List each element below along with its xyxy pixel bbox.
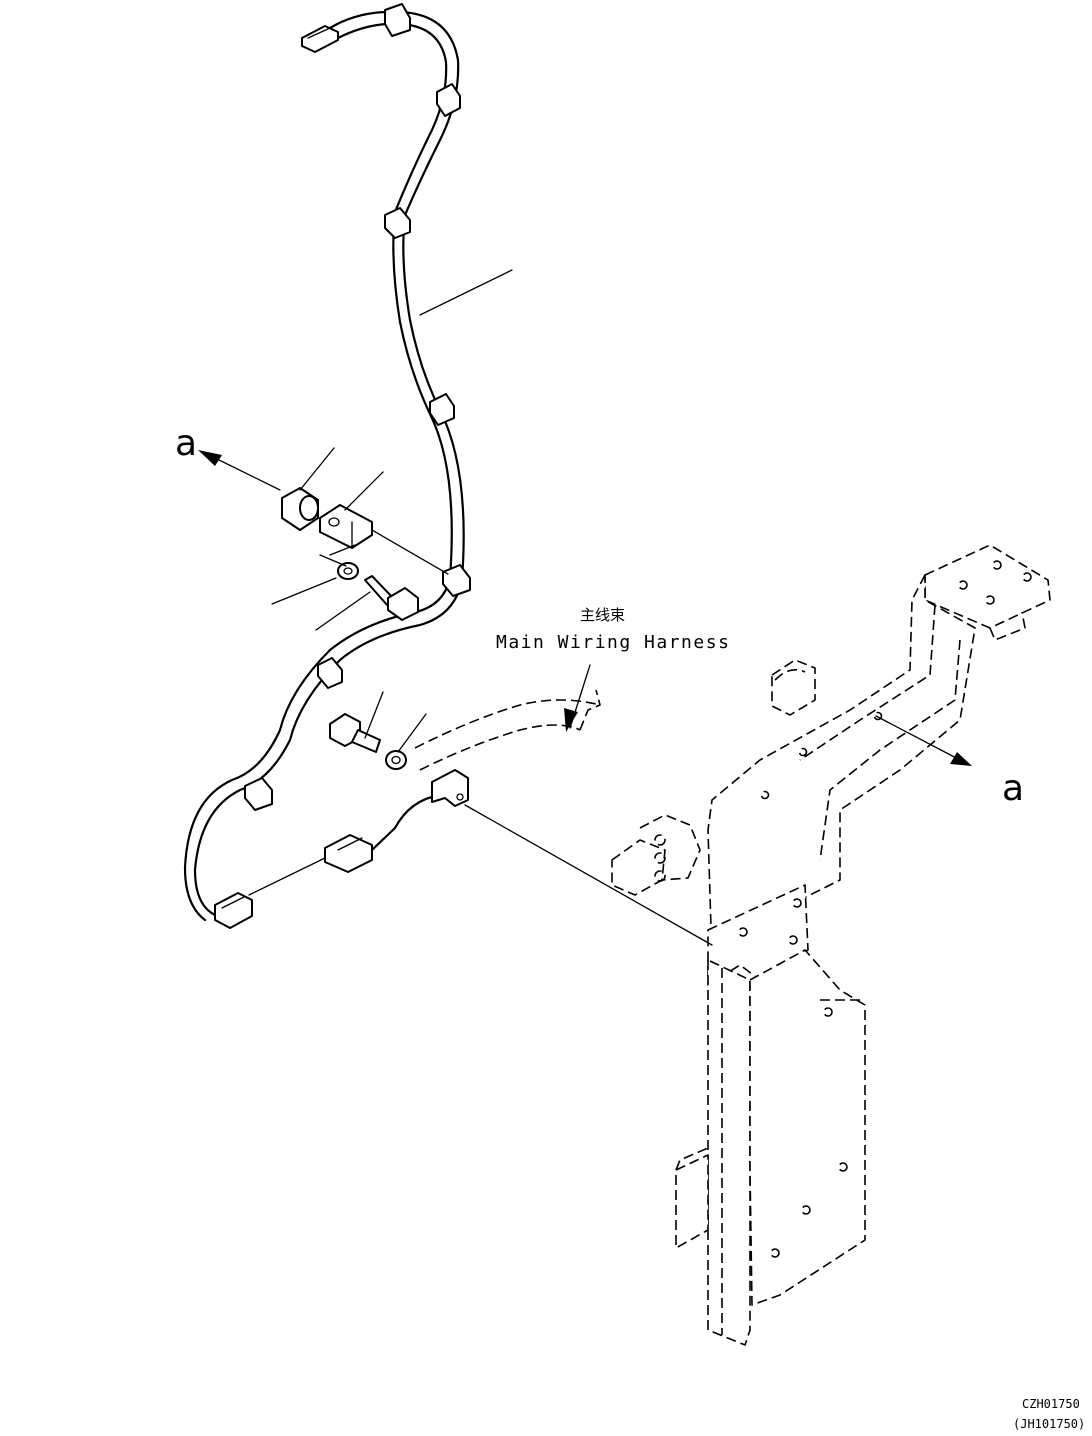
washer-lower	[385, 750, 407, 770]
main-harness-label-cn: 主线束	[580, 606, 625, 624]
clip-6	[317, 657, 343, 689]
arrow-left-icon	[198, 450, 222, 466]
clip-1	[384, 3, 411, 37]
arrowheads	[198, 450, 972, 766]
frame-bracket	[611, 544, 1051, 1346]
clip-2	[436, 83, 461, 117]
ref-a-left: a	[175, 423, 197, 464]
main-harness-label-en: Main Wiring Harness	[496, 632, 730, 653]
sub-wiring-harness	[183, 10, 465, 922]
leader-lines	[214, 269, 961, 946]
connector-mid	[324, 834, 373, 873]
clip-3	[384, 207, 411, 239]
connector-top	[301, 25, 339, 53]
clip-7	[244, 777, 273, 811]
connector-bottom	[214, 892, 253, 929]
arrow-right-icon	[950, 752, 972, 766]
clip-5	[442, 564, 471, 597]
main-wiring-harness	[414, 689, 601, 771]
clip-4	[429, 393, 455, 426]
harness-connectors	[214, 25, 469, 929]
drawing-code-alt: (JH101750)	[1013, 1417, 1085, 1431]
arrow-harness-icon	[564, 708, 578, 732]
hardware	[281, 487, 419, 770]
ref-a-right: a	[1002, 768, 1024, 809]
harness-clamp	[431, 769, 469, 807]
bracket	[319, 504, 373, 549]
harness-clips	[244, 3, 471, 811]
washer-upper	[337, 562, 359, 580]
drawing-code: CZH01750	[1022, 1397, 1080, 1411]
